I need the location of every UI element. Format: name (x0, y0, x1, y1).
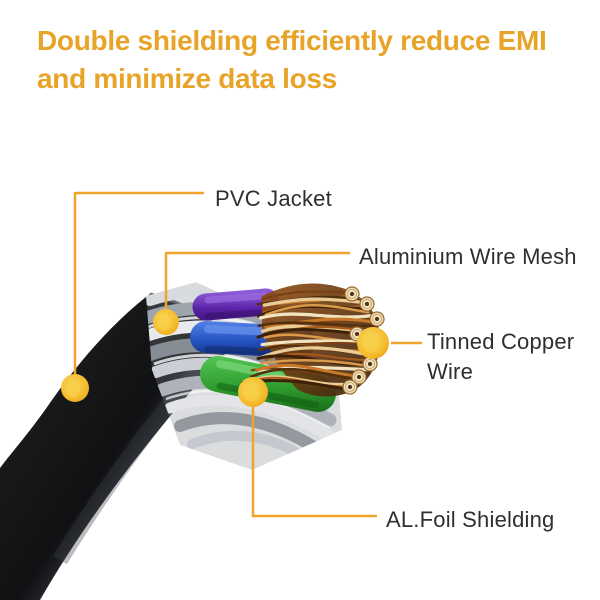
callout-label-tinned-copper-wire-line-1: Tinned Copper (427, 329, 575, 354)
leader-line-al-foil-shielding (251, 393, 377, 518)
headline-line-1: Double shielding efficiently reduce EMI (37, 25, 547, 56)
wire-purple (192, 288, 280, 321)
callout-label-pvc-jacket: PVC Jacket (215, 186, 332, 211)
leader-line-aluminium-wire-mesh (164, 251, 350, 320)
headline-line-2: and minimize data loss (37, 63, 337, 94)
callout-label-tinned-copper-wire-line-2: Wire (427, 359, 474, 384)
callout-label-aluminium-wire-mesh: Aluminium Wire Mesh (359, 244, 577, 269)
marker-dots (61, 309, 389, 407)
callout-label-tinned-copper-wire: Tinned Copper Wire (427, 327, 574, 387)
headline: Double shielding efficiently reduce EMI … (37, 22, 547, 98)
leader-line-pvc-jacket (73, 191, 204, 386)
callout-label-al-foil-shielding: AL.Foil Shielding (386, 507, 555, 532)
leader-lines (73, 191, 422, 518)
